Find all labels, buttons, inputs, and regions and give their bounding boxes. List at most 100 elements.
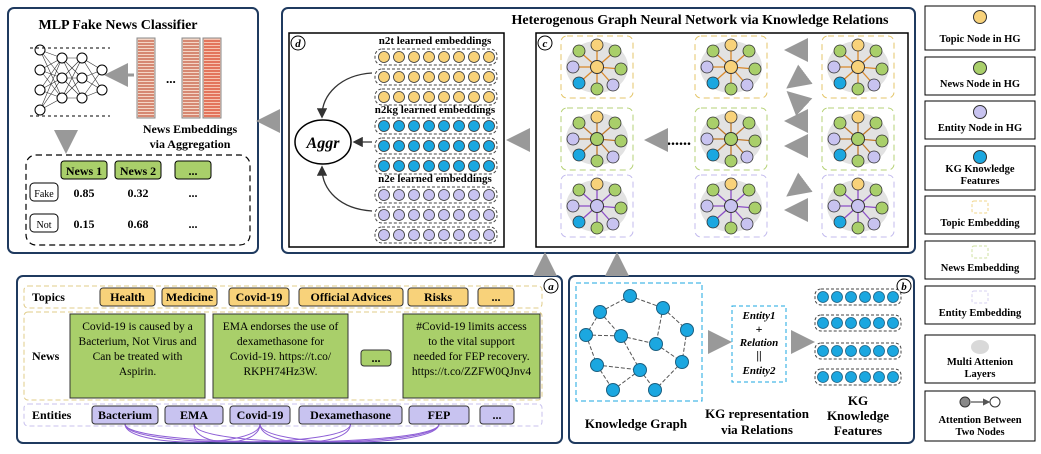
prediction-table-frame	[25, 154, 251, 246]
table-cell: 0.85	[74, 186, 95, 200]
kg-node	[680, 323, 694, 337]
graph-node	[700, 60, 714, 74]
embedding-unit	[468, 140, 480, 152]
mlp-edge	[39, 57, 63, 91]
kg-node	[590, 358, 604, 372]
embedding-unit	[393, 229, 405, 241]
layer-arrow	[786, 64, 813, 89]
embedding-unit	[408, 189, 420, 201]
legend-swatch	[971, 290, 989, 304]
embedding-unit	[408, 51, 420, 63]
embedding-unit	[468, 209, 480, 221]
embedding-unit	[393, 71, 405, 83]
mlp-edge	[61, 57, 83, 99]
graph-node	[590, 82, 604, 96]
entity-relation-edge	[124, 423, 261, 443]
embedding-unit	[423, 71, 435, 83]
legend-label: Entity Embedding	[939, 308, 1022, 319]
graph-node	[867, 78, 881, 92]
news-text-line: https://t.co/ZZFW0QJnv4	[412, 366, 531, 378]
graph-frame	[821, 107, 895, 171]
graph-node	[706, 116, 720, 130]
kg-features-label-2: Knowledge	[827, 408, 889, 423]
entity-label: ...	[493, 408, 502, 422]
mlp-neuron	[76, 52, 88, 64]
embedding-unit	[453, 120, 465, 132]
mlp-neuron	[56, 52, 68, 64]
mlp-edge	[39, 57, 63, 111]
relation-equals: ||	[756, 348, 761, 362]
graph-node	[724, 177, 738, 191]
topic-chip	[407, 287, 469, 307]
legend-item-box	[924, 334, 1036, 384]
feature-unit	[845, 371, 857, 383]
legend-label: News Embedding	[941, 263, 1020, 274]
legend-label: Layers	[965, 369, 996, 380]
table-header-1: News 1	[66, 164, 102, 178]
graph-center-node	[590, 132, 604, 146]
entity-label: Covid-19	[237, 408, 284, 422]
graph-node	[851, 110, 865, 124]
graph-node	[833, 183, 847, 197]
entity-relation-edge	[124, 423, 351, 443]
legend-label: Features	[961, 176, 1000, 187]
graph-center-node	[724, 60, 738, 74]
entity-chip	[408, 405, 470, 425]
embedding-unit	[438, 140, 450, 152]
table-header-cell	[114, 160, 162, 180]
embedding-unit	[378, 51, 390, 63]
embedding-unit	[468, 91, 480, 103]
graph-node	[724, 38, 738, 52]
embedding-unit	[438, 91, 450, 103]
kg-edge	[596, 364, 641, 373]
feature-unit	[817, 317, 829, 329]
mlp-panel: MLP Fake News Classifier ... News Embedd…	[7, 7, 259, 254]
feature-unit	[887, 371, 899, 383]
table-cell: ...	[189, 186, 198, 200]
table-header-2: News 2	[120, 164, 156, 178]
embedding-unit	[438, 51, 450, 63]
graph-node	[851, 177, 865, 191]
graph-node	[590, 221, 604, 235]
legend-label: KG Knowledge	[945, 164, 1014, 175]
embedding-unit	[378, 140, 390, 152]
graph-node	[867, 217, 881, 231]
graph-node	[608, 44, 622, 58]
legend-swatch	[971, 200, 989, 214]
panel-b: b Knowledge Graph Entity1 + Relation || …	[568, 252, 915, 444]
legend-swatch	[959, 396, 971, 408]
mlp-neuron	[96, 64, 108, 76]
embedding-unit	[423, 160, 435, 172]
kg-node	[579, 328, 593, 342]
legend-swatch	[973, 150, 987, 164]
graph-node	[614, 201, 628, 215]
panel-b-tag: b	[901, 281, 907, 293]
layer-arrow	[786, 172, 813, 197]
graph-node	[851, 154, 865, 168]
graph-node	[572, 148, 586, 162]
mlp-neuron	[34, 84, 46, 96]
layer-arrow	[786, 90, 813, 117]
embedding-row	[374, 157, 498, 175]
embedding-unit	[483, 209, 495, 221]
graph-node	[700, 132, 714, 146]
embedding-unit	[378, 120, 390, 132]
mlp-title: MLP Fake News Classifier	[38, 18, 197, 33]
panel-d-tag: d	[295, 38, 301, 50]
embedding-unit	[408, 140, 420, 152]
legend-label: Attention Between	[938, 415, 1021, 426]
kg-node	[633, 363, 647, 377]
news-text-line: Can be treated with	[93, 351, 183, 363]
embedding-unit	[408, 229, 420, 241]
embedding-unit	[423, 120, 435, 132]
multi-attention-graphs: ......	[560, 35, 895, 238]
embedding-unit	[438, 189, 450, 201]
embedding-row	[374, 117, 498, 135]
embedding-group-label: n2e learned embeddings	[378, 173, 492, 185]
embedding-row	[374, 68, 498, 86]
embedding-row	[374, 137, 498, 155]
graph-node	[706, 215, 720, 229]
graph-node	[827, 132, 841, 146]
relation-relation: Relation	[739, 337, 779, 349]
